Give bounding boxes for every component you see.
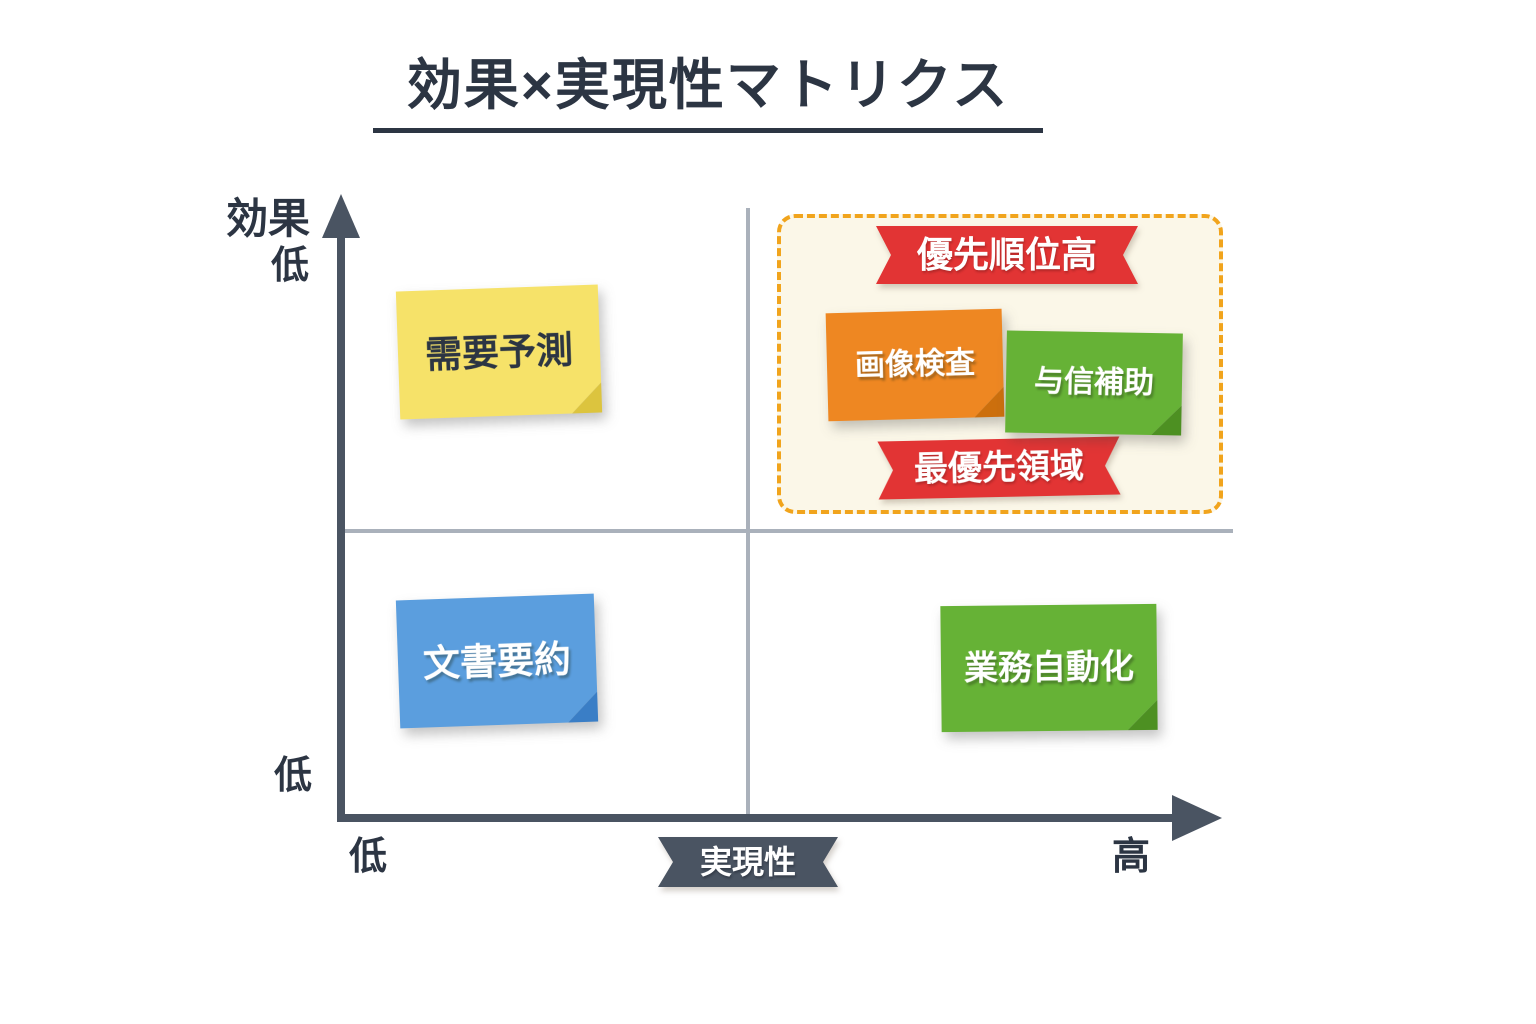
priority-zone-top-ribbon: 優先順位高 <box>876 226 1138 284</box>
quadrant-divider-horizontal <box>341 529 1233 533</box>
y-axis-arrowhead-icon <box>322 194 360 238</box>
x-axis-line <box>337 814 1175 822</box>
y-axis-label: 効果 <box>226 195 311 242</box>
y-axis-bottom-tick: 低 <box>274 755 313 797</box>
x-axis-arrowhead-icon <box>1172 795 1222 841</box>
y-axis-top-tick: 低 <box>271 245 310 287</box>
page-title-underline: 効果×実現性マトリクス <box>373 55 1043 133</box>
sticky-note-label: 与信補助 <box>1005 330 1183 435</box>
x-axis-label-ribbon: 実現性 <box>658 837 838 887</box>
x-axis-right-tick: 高 <box>1112 836 1151 878</box>
y-axis-line <box>337 234 345 822</box>
sticky-note-label: 画像検査 <box>826 309 1005 422</box>
priority-zone-bottom-ribbon: 最優先領域 <box>877 436 1120 499</box>
sticky-note-demand-forecast: 需要予測 <box>396 285 602 420</box>
sticky-note-label: 文書要約 <box>396 594 598 729</box>
priority-zone-bottom-ribbon-label: 最優先領域 <box>877 436 1120 499</box>
x-axis-label: 実現性 <box>658 837 838 887</box>
sticky-note-image-inspection: 画像検査 <box>826 309 1005 422</box>
sticky-note-biz-automation: 業務自動化 <box>940 604 1157 732</box>
page-title: 効果×実現性マトリクス <box>406 54 1010 116</box>
priority-zone-top-ribbon-label: 優先順位高 <box>876 226 1138 284</box>
sticky-note-credit-assist: 与信補助 <box>1005 330 1183 435</box>
sticky-note-doc-summary: 文書要約 <box>396 594 598 729</box>
quadrant-divider-vertical <box>746 208 750 818</box>
sticky-note-label: 需要予測 <box>396 285 602 420</box>
x-axis-left-tick: 低 <box>349 836 388 878</box>
sticky-note-label: 業務自動化 <box>940 604 1157 732</box>
